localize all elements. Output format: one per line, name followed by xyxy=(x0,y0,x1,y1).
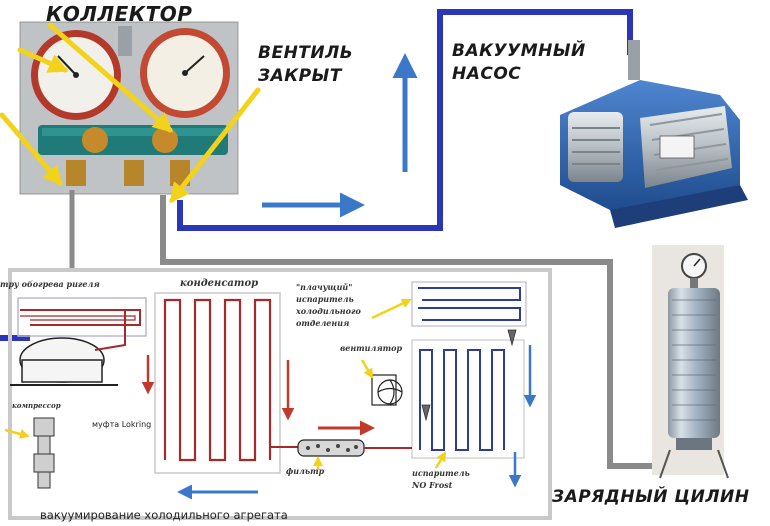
crying-evaporator-label-line1: "плачущий" xyxy=(296,282,353,292)
crying-evaporator-label-line3: холодильного xyxy=(296,306,361,316)
charging-cylinder-label: ЗАРЯДНЫЙ ЦИЛИН xyxy=(552,487,750,507)
manifold-gauge-photo xyxy=(19,21,239,195)
fan-drawing xyxy=(371,374,403,406)
circuit-frame xyxy=(8,268,552,520)
diagram-caption: вакуумирование холодильного агрегата xyxy=(40,508,288,522)
valve-closed-label-line2: ЗАКРЫТ xyxy=(258,66,342,86)
filter-label: фильтр xyxy=(286,466,325,476)
vacuum-pump-label-line1: ВАКУУМНЫЙ xyxy=(452,41,586,61)
nofrost-evaporator-label-line2: NO Frost xyxy=(412,480,453,490)
condenser-label: конденсатор xyxy=(180,278,259,289)
compressor-drawing xyxy=(10,310,126,386)
charging-cylinder-photo xyxy=(652,245,729,479)
heater-tube-label: тру обогрева ригеля xyxy=(0,279,100,289)
condenser-coil xyxy=(163,298,272,462)
compressor-label: компрессор xyxy=(12,401,61,410)
collector-label: КОЛЛЕКТОР xyxy=(46,2,193,26)
crying-evaporator-label-line2: испаритель xyxy=(296,294,354,304)
fan-label: вентилятор xyxy=(340,343,403,353)
nofrost-evaporator-label-line1: испаритель xyxy=(412,468,470,478)
lokring-coupling-drawing xyxy=(33,417,55,489)
service-hose-cylinder xyxy=(160,195,665,469)
vacuum-pump-label-line2: НАСОС xyxy=(452,64,522,84)
capillary-valve xyxy=(421,329,517,422)
heater-tube xyxy=(20,309,141,326)
crying-evaporator xyxy=(418,287,521,321)
vacuum-pump-photo xyxy=(560,40,748,228)
nofrost-evaporator-coil xyxy=(419,349,505,451)
valve-closed-label-line1: ВЕНТИЛЬ xyxy=(258,43,354,63)
filter-drier-drawing xyxy=(297,439,412,457)
vacuum-line xyxy=(177,9,633,231)
pointer-arrows xyxy=(0,22,261,204)
lokring-label: муфта Lokring xyxy=(92,420,152,429)
crying-evaporator-label-line4: отделения xyxy=(296,318,350,328)
